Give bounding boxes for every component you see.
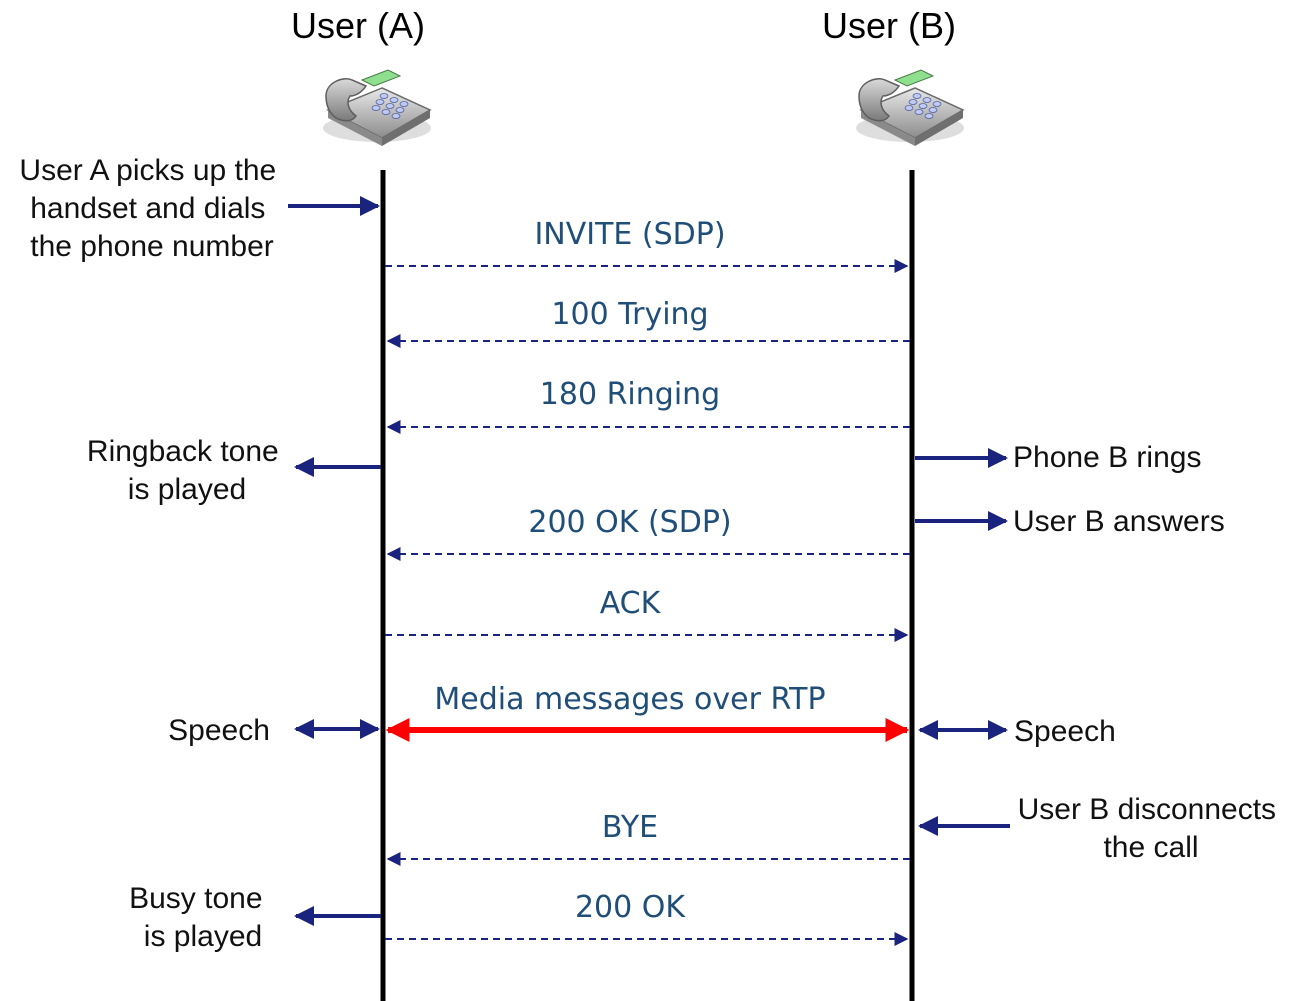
- message-label: 100 Trying: [551, 297, 708, 332]
- message-label: INVITE (SDP): [534, 217, 725, 252]
- note-line: Speech: [168, 714, 270, 747]
- message-label: Media messages over RTP: [434, 682, 825, 717]
- participant-b-label: User (B): [822, 5, 956, 46]
- note-line: the call: [1103, 831, 1198, 864]
- message-label: 180 Ringing: [540, 377, 720, 412]
- message-label: BYE: [602, 810, 658, 845]
- message-label: 200 OK (SDP): [528, 505, 731, 540]
- message-label: 200 OK: [575, 890, 686, 925]
- note-line: Speech: [1014, 715, 1116, 748]
- note-a-busy: Busy tone is played: [129, 882, 271, 953]
- note-b-speech: Speech: [1014, 715, 1116, 748]
- note-b-answers: User B answers: [1013, 505, 1225, 538]
- note-a-speech: Speech: [168, 714, 270, 747]
- note-line: handset and dials: [30, 192, 265, 225]
- note-line: Phone B rings: [1013, 441, 1201, 474]
- participant-a-label: User (A): [291, 5, 425, 46]
- desk-phone-icon: [322, 69, 432, 147]
- note-line: is played: [144, 920, 262, 953]
- note-a-ringback: Ringback tone is played: [87, 435, 287, 506]
- note-line: is played: [128, 473, 246, 506]
- note-line: User B disconnects: [1018, 793, 1276, 826]
- note-line: the phone number: [30, 230, 274, 263]
- note-line: User A picks up the: [19, 154, 276, 187]
- desk-phone-icon: [855, 69, 965, 147]
- note-b-rings: Phone B rings: [1013, 441, 1201, 474]
- note-line: User B answers: [1013, 505, 1225, 538]
- note-a-dial: User A picks up the handset and dials th…: [19, 154, 284, 263]
- note-line: Busy tone: [129, 882, 262, 915]
- note-line: Ringback tone: [87, 435, 279, 468]
- message-label: ACK: [600, 586, 662, 621]
- note-b-disconnects: User B disconnects the call: [1018, 793, 1285, 864]
